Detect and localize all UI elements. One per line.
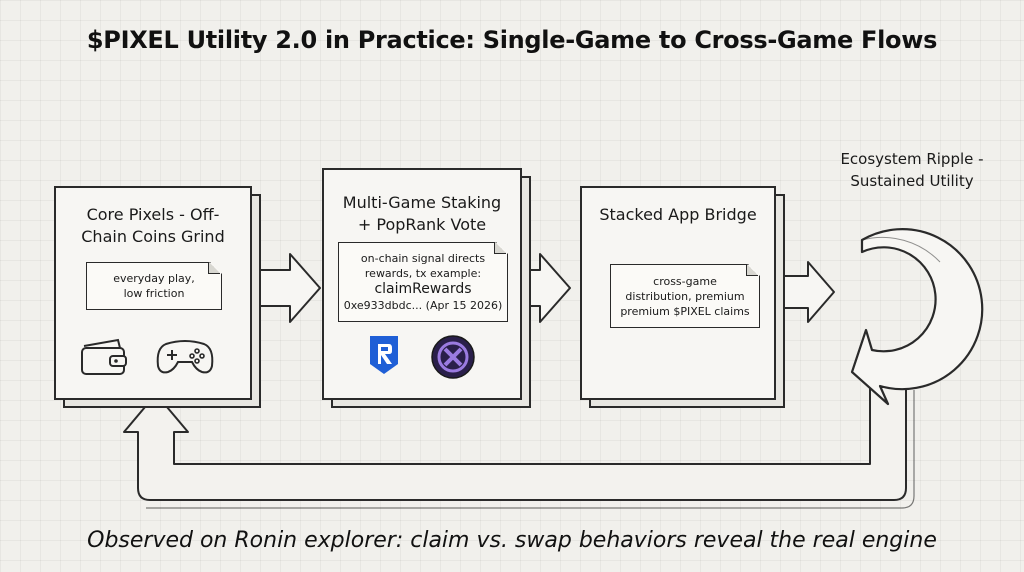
pixels-logo-icon [431, 335, 475, 379]
note-fold [494, 242, 506, 254]
stage-box-multi-game-staking: Multi-Game Staking + PopRank Vote on-cha… [322, 168, 522, 400]
note-fold [208, 262, 220, 274]
stage-box-core-pixels: Core Pixels - Off-Chain Coins Grind ever… [54, 186, 252, 400]
flow-arrow-2 [519, 253, 571, 323]
note-fold [746, 264, 758, 276]
return-path-arrow [123, 383, 907, 501]
stage-title: Multi-Game Staking + PopRank Vote [342, 193, 502, 234]
stage-title: Stacked App Bridge [599, 205, 757, 224]
stage-note: on-chain signal directs rewards, tx exam… [338, 242, 508, 322]
flow-arrow-1 [251, 253, 321, 323]
stage-note: cross-game distribution, premium premium… [610, 264, 760, 328]
flow-arrow-3 [775, 261, 835, 323]
ecosystem-ripple-label: Ecosystem Ripple - Sustained Utility [840, 150, 984, 190]
wallet-icon [81, 338, 127, 375]
ecosystem-ripple-loop [850, 228, 984, 406]
ronin-logo-icon [370, 336, 398, 374]
stage-box-stacked-app-bridge: Stacked App Bridge cross-game distributi… [580, 186, 776, 400]
stage-title: Core Pixels - Off-Chain Coins Grind [81, 205, 225, 246]
tx-hash: 0xe933dbdc... (Apr 15 2026) [343, 299, 503, 312]
gamepad-icon [156, 340, 214, 374]
diagram-title: $PIXEL Utility 2.0 in Practice: Single-G… [86, 26, 938, 54]
diagram-caption: Observed on Ronin explorer: claim vs. sw… [87, 528, 937, 553]
tx-method: claimRewards [374, 281, 472, 297]
stage-note: everyday play, low friction [86, 262, 222, 310]
